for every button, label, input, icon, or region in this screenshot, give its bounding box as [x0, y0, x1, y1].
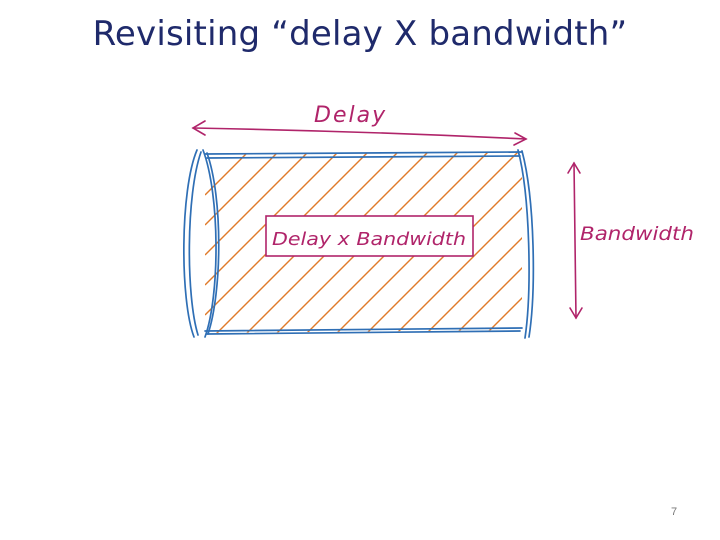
delay-label: Delay	[314, 103, 387, 128]
delay-arrow-icon	[191, 120, 528, 146]
product-label: Delay x Bandwidth	[272, 229, 466, 250]
bandwidth-arrow-icon	[567, 161, 583, 320]
pipe-outline	[183, 149, 535, 339]
slide-title: Revisiting “delay X bandwidth”	[92, 14, 628, 54]
product-label-box	[265, 215, 474, 257]
page-number: 7	[670, 506, 678, 518]
bandwidth-label: Bandwidth	[580, 223, 694, 245]
